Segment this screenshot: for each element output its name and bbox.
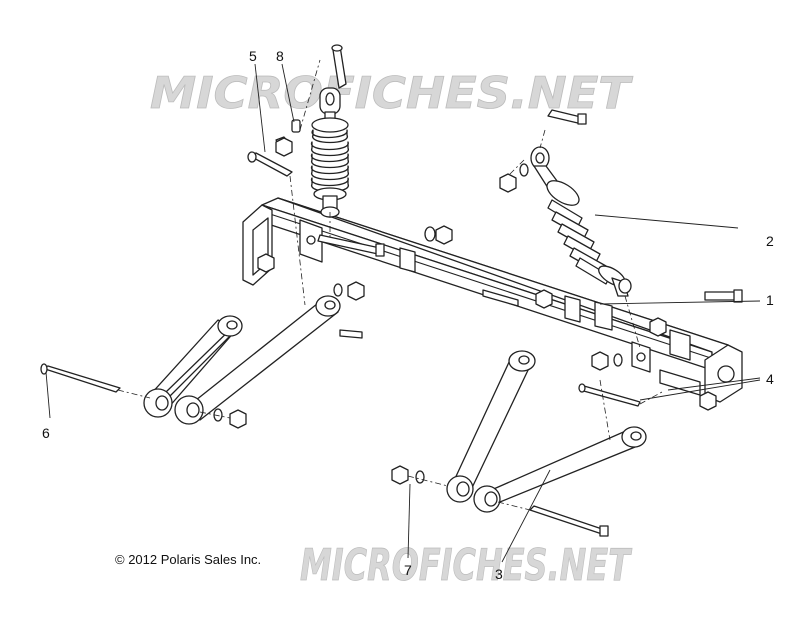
callout-3: 3 <box>495 566 503 582</box>
nuts-and-washers <box>213 137 717 485</box>
callout-6: 6 <box>42 425 50 441</box>
callout-8: 8 <box>276 48 284 64</box>
callout-1: 1 <box>766 292 774 308</box>
watermark-top: MICROFICHES.NET <box>150 68 633 119</box>
callout-4: 4 <box>766 371 774 387</box>
bolt-item-5 <box>247 151 293 177</box>
leader-lines <box>45 63 761 563</box>
callout-7: 7 <box>404 562 412 578</box>
control-arm-left <box>143 295 341 425</box>
shock-absorber-right <box>530 109 632 297</box>
frame-brackets <box>299 219 701 396</box>
hidden-lines <box>117 59 663 511</box>
watermark-bottom: MICROFICHES.NET <box>300 540 632 591</box>
callout-2: 2 <box>766 233 774 249</box>
long-bolts <box>40 234 743 537</box>
callout-5: 5 <box>249 48 257 64</box>
copyright-text: © 2012 Polaris Sales Inc. <box>115 552 262 567</box>
control-arm-right <box>446 350 647 513</box>
